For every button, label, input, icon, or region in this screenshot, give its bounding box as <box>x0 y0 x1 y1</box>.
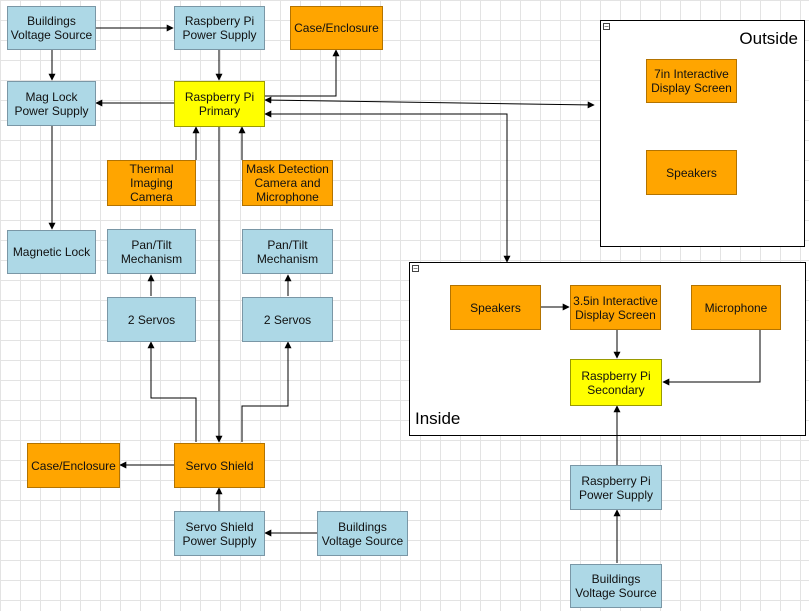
microphone-node[interactable]: Microphone <box>691 285 781 330</box>
mag-lock-power-supply-node[interactable]: Mag Lock Power Supply <box>7 81 96 126</box>
speakers-inside-node[interactable]: Speakers <box>450 285 541 330</box>
seven-inch-display-node[interactable]: 7in Interactive Display Screen <box>646 59 737 103</box>
servos-node[interactable]: 2 Servos <box>107 297 196 342</box>
inside-group-title: Inside <box>415 409 461 428</box>
three-point-five-inch-display-node[interactable]: 3.5in Interactive Display Screen <box>570 285 661 330</box>
case-enclosure-node[interactable]: Case/Enclosure <box>290 6 383 50</box>
outside-group-title: Outside <box>739 29 798 48</box>
speakers-outside-node[interactable]: Speakers <box>646 150 737 195</box>
servo-shield-node[interactable]: Servo Shield <box>174 443 265 488</box>
raspberry-pi-secondary-node[interactable]: Raspberry Pi Secondary <box>570 359 662 406</box>
buildings-voltage-source-node[interactable]: Buildings Voltage Source <box>317 511 408 556</box>
raspberry-pi-power-supply-node[interactable]: Raspberry Pi Power Supply <box>570 465 662 510</box>
collapse-icon[interactable]: − <box>412 264 419 273</box>
edge-rpiprimary-to-case1 <box>264 49 340 97</box>
pan-tilt-mechanism-node[interactable]: Pan/Tilt Mechanism <box>107 229 196 274</box>
mask-detection-camera-node[interactable]: Mask Detection Camera and Microphone <box>242 160 333 206</box>
edge-servoshield-to-servos2 <box>241 341 292 442</box>
edge-microphone-to-rpisecondary <box>662 330 761 386</box>
edge-rpiprimary-outside <box>264 96 595 109</box>
raspberry-pi-power-supply-node[interactable]: Raspberry Pi Power Supply <box>174 6 265 50</box>
edge-servoshield-to-servos1 <box>147 341 197 442</box>
buildings-voltage-source-node[interactable]: Buildings Voltage Source <box>570 564 662 608</box>
collapse-icon[interactable]: − <box>603 22 610 31</box>
raspberry-pi-primary-node[interactable]: Raspberry Pi Primary <box>174 81 265 127</box>
edge-rpiprimary-inside <box>264 110 511 263</box>
case-enclosure-node[interactable]: Case/Enclosure <box>27 443 120 488</box>
servo-shield-power-supply-node[interactable]: Servo Shield Power Supply <box>174 511 265 556</box>
outside-group: − Outside <box>600 20 805 247</box>
thermal-imaging-camera-node[interactable]: Thermal Imaging Camera <box>107 160 196 206</box>
servos-node[interactable]: 2 Servos <box>242 297 333 342</box>
buildings-voltage-source-node[interactable]: Buildings Voltage Source <box>7 6 96 50</box>
magnetic-lock-node[interactable]: Magnetic Lock <box>7 230 96 274</box>
pan-tilt-mechanism-node[interactable]: Pan/Tilt Mechanism <box>242 229 333 274</box>
